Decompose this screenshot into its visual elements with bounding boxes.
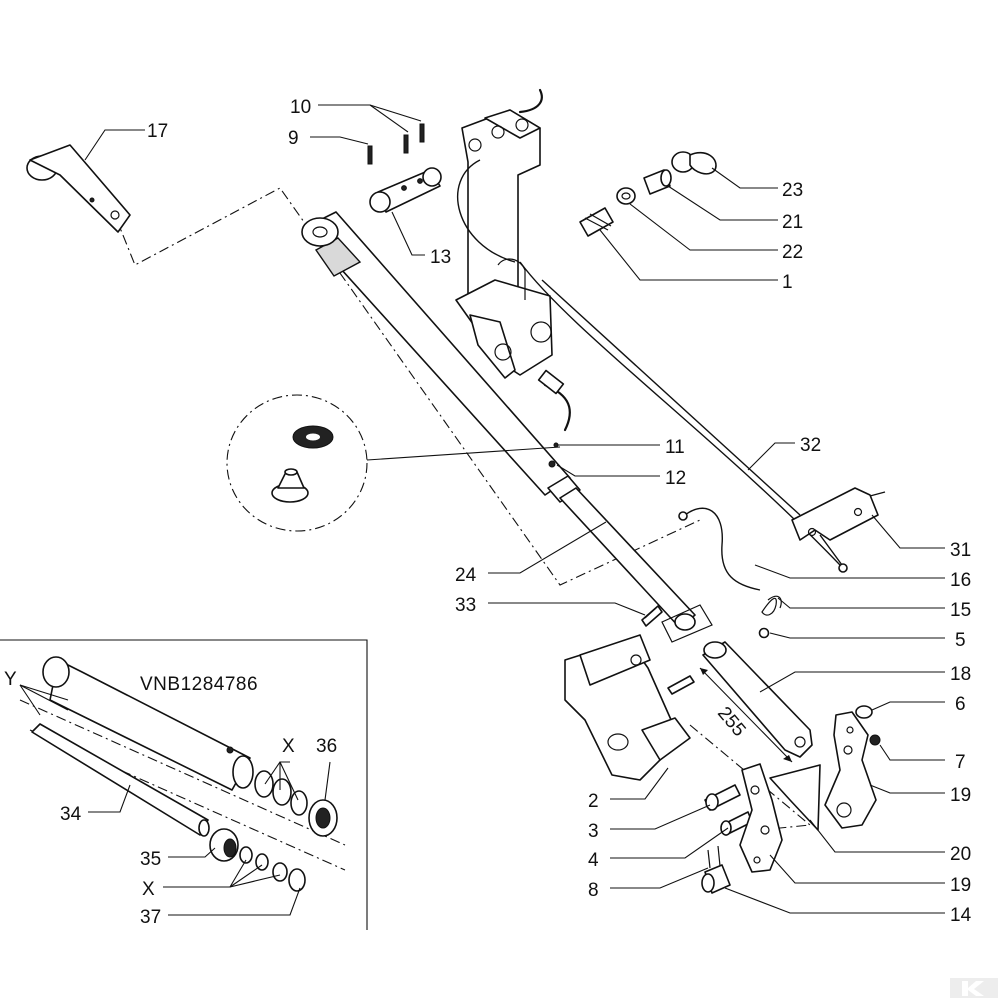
callout-37: 37 xyxy=(140,907,161,928)
part-1-hose-adapter xyxy=(579,207,614,237)
callout-10: 10 xyxy=(290,97,311,118)
callout-4: 4 xyxy=(588,850,599,871)
callout-33: 33 xyxy=(455,595,476,616)
part-11-grease-nipple xyxy=(553,442,559,448)
callout-19-lower: 19 xyxy=(950,875,971,896)
callout-18: 18 xyxy=(950,664,971,685)
callout-11: 11 xyxy=(665,437,685,458)
leader-lines xyxy=(19,104,945,916)
dimension-value: 255 xyxy=(713,703,749,741)
part-24-hydraulic-cylinder xyxy=(301,211,696,631)
callout-y: Y xyxy=(4,669,17,690)
callout-24: 24 xyxy=(455,565,477,586)
callout-20: 20 xyxy=(950,844,971,865)
callout-1: 1 xyxy=(782,272,793,293)
callout-3: 3 xyxy=(588,821,599,842)
callout-13: 13 xyxy=(430,247,451,268)
callout-22: 22 xyxy=(782,242,803,263)
part-7-nut xyxy=(869,734,881,746)
part-32-cable xyxy=(541,279,801,516)
callout-x-lower: X xyxy=(142,879,155,900)
callout-23: 23 xyxy=(782,180,803,201)
part-19-plate-lower xyxy=(739,763,783,873)
callout-34: 34 xyxy=(60,804,82,825)
part-2-mounting-bracket xyxy=(564,634,691,781)
bracket-bolt xyxy=(667,675,695,695)
part-21-fitting xyxy=(643,169,672,195)
detail-magnifier xyxy=(226,394,561,532)
part-5-nut xyxy=(758,627,770,639)
callout-6: 6 xyxy=(955,694,966,715)
callout-17: 17 xyxy=(147,121,168,142)
callout-35: 35 xyxy=(140,849,161,870)
callout-labels: 10 9 17 23 21 22 13 1 11 32 12 31 24 16 … xyxy=(4,97,972,928)
callout-8: 8 xyxy=(588,880,599,901)
part-18-swing-arm xyxy=(702,641,813,758)
part-33-bolt xyxy=(641,605,663,627)
callout-7: 7 xyxy=(955,752,966,773)
callout-31: 31 xyxy=(950,540,971,561)
part-14-pin xyxy=(701,864,731,894)
callout-19-upper: 19 xyxy=(950,785,971,806)
reference-lines xyxy=(19,187,812,871)
hydraulic-hoses xyxy=(457,88,841,566)
part-22-nut xyxy=(616,187,636,205)
callout-14: 14 xyxy=(950,905,972,926)
part-9-10-spring-pins xyxy=(367,123,425,165)
part-23-dust-cap xyxy=(671,151,717,175)
part-3-bolt xyxy=(704,784,741,811)
brand-k-logo-icon xyxy=(950,978,998,998)
part-13-pivot-pin xyxy=(369,167,442,213)
callout-12: 12 xyxy=(665,468,686,489)
inset-code: VNB1284786 xyxy=(140,674,258,695)
mounting-column xyxy=(455,109,553,379)
part-8-cotter-pins xyxy=(707,845,721,869)
inset-repair-kit: VNB1284786 xyxy=(0,639,368,930)
cylinder-end-plate xyxy=(661,604,713,643)
part-19-plate-upper xyxy=(824,711,877,829)
callout-21: 21 xyxy=(782,212,803,233)
callout-5: 5 xyxy=(955,630,966,651)
callout-2: 2 xyxy=(588,791,599,812)
callout-36: 36 xyxy=(316,736,337,757)
part-31-cable-bracket xyxy=(791,487,886,573)
part-17-handle-bracket xyxy=(26,144,131,233)
part-16-control-cable xyxy=(678,507,761,591)
callout-32: 32 xyxy=(800,435,821,456)
part-6-nut xyxy=(855,705,873,719)
callout-15: 15 xyxy=(950,600,971,621)
part-15-spring xyxy=(761,595,782,616)
callout-9: 9 xyxy=(288,128,299,149)
callout-16: 16 xyxy=(950,570,971,591)
callout-x-upper: X xyxy=(282,736,295,757)
